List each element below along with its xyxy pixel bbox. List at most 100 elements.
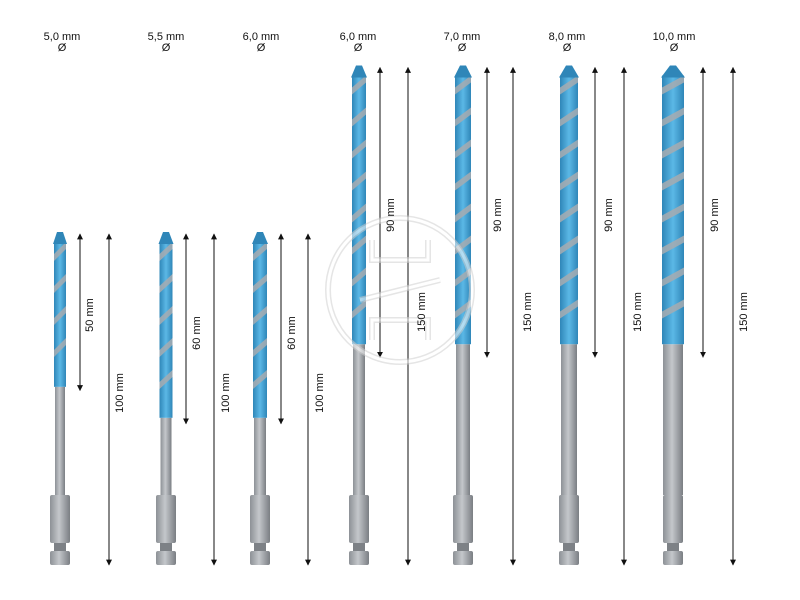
flute-spiral: [352, 203, 366, 223]
working-length-label-6: 90 mm: [603, 198, 615, 232]
flute-spiral: [159, 306, 173, 325]
shank-groove: [160, 543, 172, 551]
round-shank: [353, 344, 365, 495]
shank-tail: [250, 551, 270, 565]
drill-bit-7: [661, 65, 736, 566]
flute-spiral: [159, 242, 173, 261]
flute-spiral: [455, 299, 471, 319]
working-length-label-3: 60 mm: [286, 316, 298, 350]
drill-bit-2: [156, 232, 217, 566]
flute-spiral: [560, 75, 578, 95]
flute-spiral: [253, 274, 267, 293]
flute-body: [159, 242, 173, 418]
flute-spiral: [662, 267, 684, 287]
shank-tail: [663, 551, 683, 565]
shank-tail: [50, 551, 70, 565]
flute-spiral: [54, 306, 66, 325]
carbide-tip: [252, 232, 268, 244]
total-length-label-2: 100 mm: [220, 373, 232, 413]
bits-layer: [50, 65, 736, 566]
shank-tail: [349, 551, 369, 565]
flute-spiral: [253, 242, 267, 261]
flute-spiral: [560, 107, 578, 127]
flute-spiral: [352, 299, 366, 319]
flute-spiral: [253, 370, 267, 389]
flute-spiral: [159, 338, 173, 357]
flute-spiral: [662, 203, 684, 223]
carbide-tip: [351, 65, 367, 78]
flute-spiral: [352, 235, 366, 255]
flute-spiral: [159, 274, 173, 293]
flute-spiral: [455, 75, 471, 95]
drill-bit-1: [50, 232, 112, 566]
working-length-label-5: 90 mm: [492, 198, 504, 232]
flute-spiral: [662, 139, 684, 159]
shank-tail: [559, 551, 579, 565]
carbide-tip: [158, 232, 174, 244]
working-length-label-7: 90 mm: [709, 198, 721, 232]
total-length-label-6: 150 mm: [632, 292, 644, 332]
flute-spiral: [352, 107, 366, 127]
working-length-label-4: 90 mm: [385, 198, 397, 232]
hex-shank: [453, 495, 473, 543]
working-length-label-1: 50 mm: [84, 298, 96, 332]
flute-spiral: [662, 235, 684, 255]
hex-shank: [349, 495, 369, 543]
round-shank: [55, 386, 65, 495]
carbide-tip: [559, 65, 579, 78]
flute-spiral: [560, 235, 578, 255]
total-length-label-4: 150 mm: [416, 292, 428, 332]
flute-spiral: [253, 306, 267, 325]
flute-spiral: [560, 139, 578, 159]
flute-spiral: [662, 171, 684, 191]
flute-spiral: [560, 203, 578, 223]
hex-shank: [250, 495, 270, 543]
shank-tail: [156, 551, 176, 565]
shank-groove: [54, 543, 66, 551]
drill-bit-4: [349, 65, 411, 566]
flute-body: [253, 242, 267, 418]
flute-spiral: [54, 274, 66, 293]
drill-bit-3: [250, 232, 311, 566]
drill-bit-5: [453, 65, 516, 566]
drill-bit-6: [559, 65, 627, 566]
hex-shank: [50, 495, 70, 543]
flute-spiral: [662, 299, 684, 319]
carbide-tip: [53, 232, 67, 244]
carbide-tip: [454, 65, 472, 78]
round-shank: [663, 344, 683, 495]
flute-spiral: [352, 139, 366, 159]
flute-spiral: [54, 242, 66, 261]
working-length-label-2: 60 mm: [191, 316, 203, 350]
hex-shank: [559, 495, 579, 543]
flute-spiral: [455, 171, 471, 191]
shank-tail: [453, 551, 473, 565]
flute-spiral: [352, 267, 366, 287]
flute-spiral: [159, 370, 173, 389]
carbide-tip: [661, 65, 685, 78]
round-shank: [254, 417, 266, 495]
total-length-label-5: 150 mm: [522, 292, 534, 332]
flute-spiral: [455, 203, 471, 223]
hex-shank: [156, 495, 176, 543]
shank-groove: [353, 543, 365, 551]
flute-spiral: [352, 75, 366, 95]
shank-groove: [563, 543, 575, 551]
round-shank: [456, 344, 470, 495]
total-length-label-7: 150 mm: [738, 292, 750, 332]
flute-spiral: [253, 338, 267, 357]
shank-groove: [667, 543, 679, 551]
flute-spiral: [662, 107, 684, 127]
flute-spiral: [662, 75, 684, 95]
flute-spiral: [560, 299, 578, 319]
total-length-label-3: 100 mm: [314, 373, 326, 413]
total-length-label-1: 100 mm: [114, 373, 126, 413]
flute-spiral: [560, 171, 578, 191]
